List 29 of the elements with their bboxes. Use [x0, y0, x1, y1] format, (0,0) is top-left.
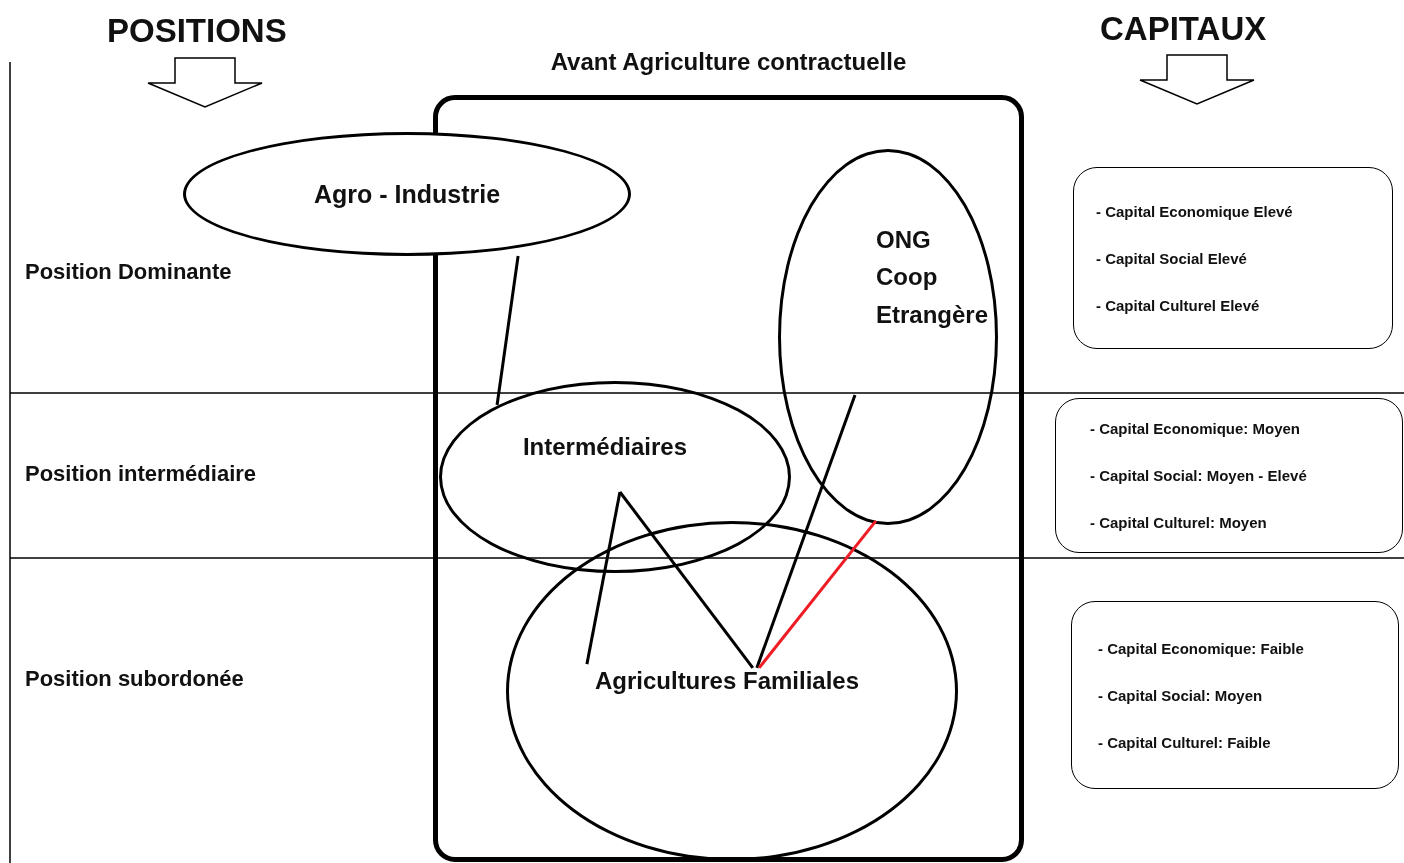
connector-line [618, 491, 754, 669]
capital-item: - Capital Social: Moyen [1098, 686, 1264, 704]
capital-item: - Capital Culturel: Moyen [1090, 514, 1268, 531]
connector-line [495, 255, 520, 406]
capital-item: - Capital Economique: Faible [1098, 639, 1305, 657]
capital-card [1073, 167, 1393, 349]
capital-item: - Capital Culturel: Faible [1098, 733, 1272, 751]
row-label: Position subordonée [25, 666, 244, 692]
connector-line [755, 394, 857, 669]
actor-name: Intermédiaires [522, 433, 688, 461]
actor-ellipse [778, 149, 998, 525]
capital-item: - Capital Economique Elevé [1096, 202, 1294, 220]
capital-item: - Capital Social: Moyen - Elevé [1090, 467, 1308, 484]
capital-item: - Capital Culturel Elevé [1096, 296, 1261, 314]
actor-name: Agricultures Familiales [594, 667, 860, 695]
column-heading: CAPITAUX [1100, 10, 1267, 48]
row-label: Position intermédiaire [25, 461, 257, 487]
capital-card [1055, 398, 1403, 553]
connector-line [585, 491, 622, 665]
actor-name: ONG Coop Etrangère [876, 225, 988, 330]
group-title: Avant Agriculture contractuelle [549, 48, 908, 76]
capital-item: - Capital Economique: Moyen [1090, 420, 1301, 437]
actor-ellipse [439, 381, 791, 573]
column-heading: POSITIONS [107, 12, 287, 50]
capital-item: - Capital Social Elevé [1096, 249, 1248, 267]
actor-name: Agro - Industrie [313, 179, 501, 209]
connector-line [757, 519, 878, 669]
capital-card [1071, 601, 1399, 789]
row-label: Position Dominante [25, 259, 232, 285]
